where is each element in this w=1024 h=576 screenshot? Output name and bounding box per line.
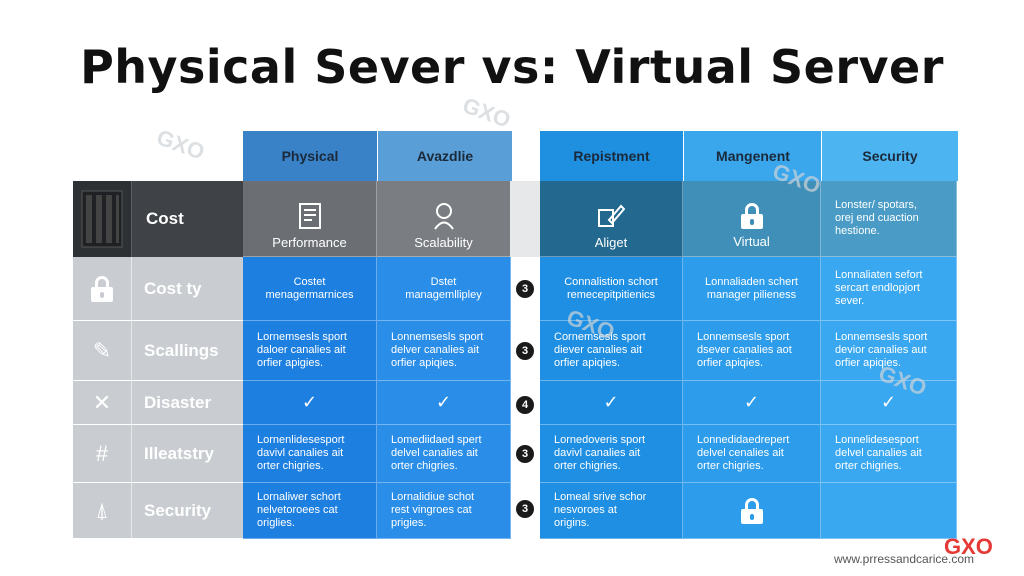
row-number-badge: 3 — [516, 500, 534, 518]
cell: Connalistion schort remecepitpitienics — [540, 257, 683, 321]
lock-icon — [740, 497, 763, 524]
compass-icon: ⍋ — [73, 483, 132, 538]
cell: Cornemsesls sport diever canalies ait or… — [540, 321, 683, 381]
header-avazdlie: Avazdlie — [377, 131, 512, 181]
top-cell-scalability: Scalability — [377, 181, 511, 257]
top-cell-text: Scalability — [414, 234, 473, 250]
row-label-scallings: ✎ Scallings — [73, 321, 243, 381]
cell: Lonnelidesesport delvel canalies ait ort… — [821, 425, 957, 483]
cell: Lomediidaed spert delvel canalies ait or… — [377, 425, 511, 483]
server-rack-icon — [73, 181, 132, 257]
row-number-badge: 3 — [516, 342, 534, 360]
cell: Lornemsesls sport daloer canalies ait or… — [243, 321, 377, 381]
check-icon: ✓ — [821, 381, 957, 425]
middle-gap — [510, 181, 540, 257]
check-icon: ✓ — [243, 381, 377, 425]
top-cell-performance: Performance — [243, 181, 377, 257]
header-security: Security — [821, 131, 958, 181]
header-mangenent: Mangenent — [683, 131, 822, 181]
cell: Lornalidiue schot rest vingroes cat prig… — [377, 483, 511, 539]
top-row-label-text: Cost — [146, 209, 184, 228]
row-label-disaster: ✕ Disaster — [73, 381, 243, 425]
row-label-text: Security — [144, 500, 212, 520]
check-icon: ✓ — [540, 381, 683, 425]
row-label-cost-ty: Cost ty — [73, 257, 243, 321]
row-label-text: Cost ty — [144, 278, 202, 298]
top-cell-aliget: Aliget — [540, 181, 683, 257]
top-cell-text: Virtual — [733, 233, 770, 249]
cell — [683, 483, 821, 539]
top-row-label: Cost — [73, 181, 243, 257]
row-label-text: Disaster — [144, 392, 212, 412]
pen-icon — [597, 189, 626, 230]
row-label-illeatstry: # Illeatstry — [73, 425, 243, 483]
row-number-badge: 3 — [516, 445, 534, 463]
cell: Lonnemsesls sport dsever canalies aot or… — [683, 321, 821, 381]
cell — [821, 483, 957, 539]
lock-icon — [740, 190, 763, 229]
document-icon — [298, 189, 322, 230]
hashtag-icon: # — [73, 425, 132, 482]
cell: Lornaliwer schort nelvetoroees cat origl… — [243, 483, 377, 539]
top-cell-virtual: Virtual — [683, 181, 821, 257]
cell: Lomeal srive schor nesvoroes at origins. — [540, 483, 683, 539]
top-cell-text: Aliget — [594, 234, 628, 250]
brand-logo: GXO — [944, 534, 993, 559]
user-icon — [432, 189, 456, 230]
cell: Lonnaliaten sefort sercart endlopjort se… — [821, 257, 957, 321]
tools-icon: ✕ — [73, 381, 132, 424]
lock-icon — [73, 257, 132, 320]
row-label-security: ⍋ Security — [73, 483, 243, 539]
header-repistment: Repistment — [540, 131, 683, 181]
cell: Lonnaliaden schert manager pilieness — [683, 257, 821, 321]
top-cell-security: Lonster/ spotars, orej end cuaction hest… — [821, 181, 957, 257]
page-title: Physical Sever vs: Virtual Server — [80, 40, 944, 94]
row-number-badge: 3 — [516, 280, 534, 298]
top-cell-text: Performance — [272, 234, 347, 250]
cell: Lonnedidaedrepert delvel cenalies ait or… — [683, 425, 821, 483]
row-number-badge: 4 — [516, 396, 534, 414]
puzzle-icon: ✎ — [73, 321, 132, 380]
cell: Lonnemsesls sport devior canalies aut or… — [821, 321, 957, 381]
cell: Lornedoveris sport davivl canalies ait o… — [540, 425, 683, 483]
header-physical: Physical — [243, 131, 377, 181]
cell: Dstet managemllipley — [377, 257, 511, 321]
cell: Lonnemsesls sport delver canalies ait or… — [377, 321, 511, 381]
watermark: GXO — [459, 92, 514, 133]
watermark: GXO — [153, 124, 208, 165]
row-label-text: Scallings — [144, 340, 219, 360]
row-label-text: Illeatstry — [144, 443, 214, 463]
cell: Costet menagermarnices — [243, 257, 377, 321]
source-url: www.prressandcarice.com — [834, 552, 975, 566]
check-icon: ✓ — [377, 381, 511, 425]
check-icon: ✓ — [683, 381, 821, 425]
cell: Lornenlidesesport davivl canalies ait or… — [243, 425, 377, 483]
